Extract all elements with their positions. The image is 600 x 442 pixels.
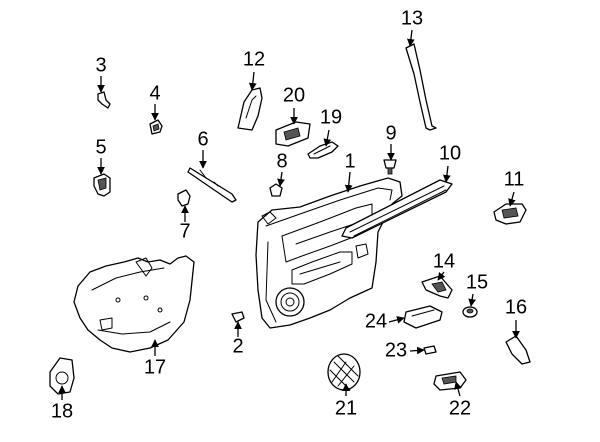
- callout-15: 15: [466, 271, 488, 293]
- part-window-seal: [405, 43, 437, 131]
- callout-4: 4: [149, 82, 160, 104]
- part-bracket-5: [93, 173, 111, 197]
- callout-12: 12: [243, 48, 265, 70]
- part-armrest-bracket-14: [421, 275, 453, 299]
- part-pull-handle-19: [307, 141, 339, 159]
- part-bezel-20: [275, 121, 311, 147]
- part-clip-3: [97, 91, 111, 109]
- callout-21: 21: [335, 397, 357, 419]
- part-retainer-8: [269, 183, 283, 197]
- part-end-cap-16: [505, 335, 531, 365]
- callout-17: 17: [144, 356, 166, 378]
- part-grommet-23: [423, 345, 437, 355]
- part-speaker-grille-21: [327, 353, 361, 391]
- part-clip-7: [177, 189, 191, 207]
- callout-5: 5: [95, 136, 106, 158]
- part-bracket-22: [433, 371, 467, 391]
- callout-9: 9: [385, 122, 396, 144]
- callout-7: 7: [179, 220, 190, 242]
- callout-14: 14: [433, 250, 455, 272]
- part-speaker-mount-18: [49, 357, 75, 395]
- part-water-deflector: [73, 255, 195, 353]
- callout-11: 11: [504, 168, 525, 190]
- callout-1: 1: [344, 150, 355, 172]
- part-belt-molding: [341, 179, 453, 239]
- part-pad-24: [403, 305, 443, 329]
- callout-18: 18: [51, 400, 73, 422]
- callout-13: 13: [401, 7, 423, 29]
- callout-20: 20: [283, 84, 305, 106]
- callout-6: 6: [197, 128, 208, 150]
- leader-arrows: [58, 29, 520, 400]
- callout-16: 16: [505, 296, 527, 318]
- callout-2: 2: [232, 335, 243, 357]
- callout-23: 23: [385, 339, 407, 361]
- part-switch-panel-11: [493, 203, 527, 225]
- callout-22: 22: [449, 397, 471, 419]
- part-sail-trim: [237, 87, 263, 131]
- part-push-pin-9: [383, 159, 397, 175]
- part-rod-6: [187, 167, 237, 203]
- callout-3: 3: [95, 54, 106, 76]
- callout-10: 10: [439, 142, 461, 164]
- callout-8: 8: [276, 150, 287, 172]
- callout-24: 24: [365, 310, 387, 332]
- callout-19: 19: [320, 106, 342, 128]
- part-knob-15: [462, 306, 478, 318]
- part-door-trim-panel: [255, 177, 403, 329]
- part-screw-2: [231, 311, 245, 323]
- part-fastener-4: [149, 119, 163, 135]
- callout-labels: 1 2 3 4 5 6 7 8 9 10 11 12 13 14 15 16 1…: [51, 7, 527, 422]
